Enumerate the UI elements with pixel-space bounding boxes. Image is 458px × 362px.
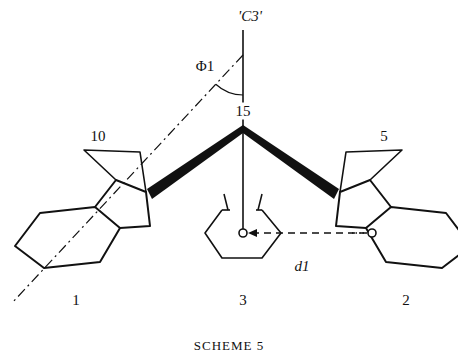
ring-unit: [243, 125, 458, 268]
central-ring: [205, 194, 281, 258]
caption: SCHEME 5: [192, 338, 266, 353]
arrowhead: [248, 229, 257, 237]
ring-number: 3: [237, 292, 249, 309]
dotted-arrow: [352, 232, 366, 234]
angle-label: Φ1: [194, 58, 216, 75]
atom-number: 5: [378, 128, 390, 145]
atom-number: 10: [89, 128, 108, 145]
ring-number: 1: [70, 292, 82, 309]
atom-number: 15: [234, 103, 253, 120]
ring-number: 2: [400, 292, 412, 309]
angle-arc: [216, 84, 243, 95]
distance-label: d1: [293, 258, 312, 275]
centroid-dot: [239, 229, 247, 237]
ring-unit: [15, 125, 243, 268]
ring-axis-line: [12, 55, 243, 303]
displacement-line: [255, 232, 367, 233]
axis-label: 'C3': [236, 8, 264, 25]
centroid-dot: [368, 229, 376, 237]
